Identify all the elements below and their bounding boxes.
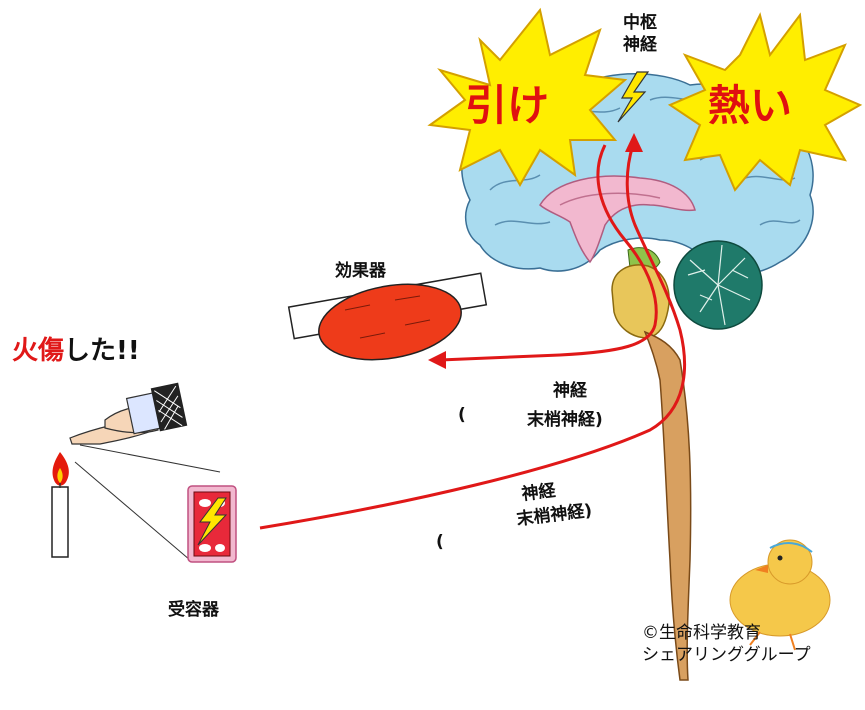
afferent-arrowhead	[625, 133, 643, 152]
efferent-pathway	[439, 144, 658, 362]
pointing-hand	[69, 382, 188, 445]
efferent-paren: (	[458, 405, 466, 425]
flame-icon	[52, 452, 69, 486]
muscle-striations	[344, 295, 431, 339]
central-label-line1: 中枢	[623, 13, 657, 33]
lightning-icon-brain	[617, 71, 650, 123]
efferent-label-line2: 末梢神経)	[527, 410, 603, 430]
burst-right-text: 熱い	[708, 81, 793, 130]
central-label-line2: 神経	[623, 35, 657, 55]
efferent-label-line1: 神経	[553, 381, 587, 401]
credit-line2: シェアリンググループ	[642, 645, 811, 665]
central-nervous-label: 中枢 神経	[623, 12, 657, 56]
afferent-pathway	[259, 144, 686, 530]
credit-line1: ©生命科学教育	[642, 623, 761, 643]
afferent-paren: (	[436, 532, 444, 552]
effector-label: 効果器	[335, 261, 386, 281]
lightning-icon-receptor	[197, 497, 228, 546]
burn-label-black: した!!	[64, 336, 140, 366]
burst-left-text: 引け	[465, 81, 550, 130]
fornix	[559, 192, 661, 206]
candle	[51, 486, 69, 558]
efferent-arrowhead	[428, 351, 446, 369]
burst-right	[667, 12, 863, 192]
burn-exclamation: 火傷した!!	[12, 330, 140, 367]
zoom-line-top	[79, 444, 221, 473]
flame-core	[57, 468, 63, 483]
burn-label-red: 火傷	[12, 336, 65, 366]
brainstem	[611, 264, 670, 339]
zoom-line-bottom	[74, 461, 191, 561]
effector-muscle	[318, 283, 462, 361]
cerebellum-folds	[687, 244, 751, 326]
chick-mascot	[729, 539, 831, 651]
spinal-cord	[643, 330, 692, 681]
copyright-credit: ©生命科学教育 シェアリンググループ	[642, 622, 811, 666]
burst-left	[427, 7, 628, 188]
receptor-label: 受容器	[168, 600, 219, 620]
